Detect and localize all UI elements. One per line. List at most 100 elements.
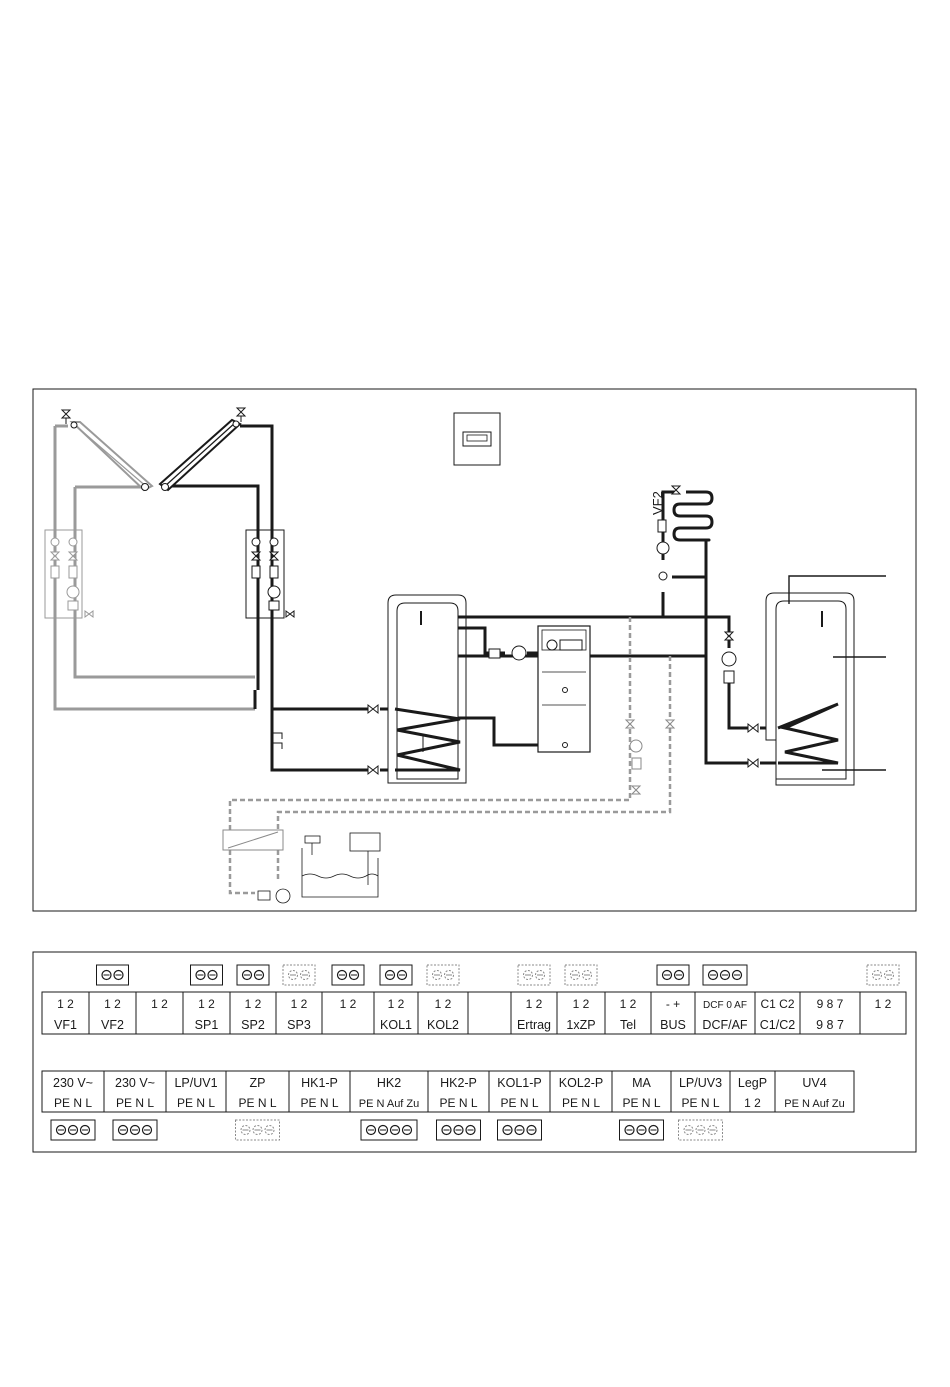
terminal-tel: 1 2 Tel bbox=[604, 991, 652, 1035]
terminal-pin-label: 1 2 bbox=[340, 997, 357, 1011]
terminal-name-label: SP3 bbox=[287, 1018, 311, 1032]
terminal-pin-label: C1 C2 bbox=[760, 997, 794, 1011]
terminal-pin-label: PE N L bbox=[116, 1096, 154, 1110]
check-valve-icon bbox=[272, 732, 283, 749]
heating-circuit bbox=[661, 490, 750, 765]
terminal-ma: MA PE N L bbox=[611, 1070, 672, 1141]
terminal-230-v-: 230 V~ PE N L bbox=[41, 1070, 105, 1141]
solar-station-2 bbox=[245, 529, 295, 619]
terminal-pin-label: 1 2 bbox=[151, 997, 168, 1011]
screw-terminal-block bbox=[190, 964, 223, 986]
terminal-name-label: HK2-P bbox=[440, 1076, 477, 1090]
boiler-icon bbox=[537, 625, 591, 753]
air-vent-valve-icon bbox=[60, 409, 72, 424]
terminal-pin-label: PE N L bbox=[300, 1096, 338, 1110]
terminal-hk2-p: HK2-P PE N L bbox=[427, 1070, 490, 1141]
terminal-name-label: VF1 bbox=[54, 1018, 77, 1032]
screw-terminal-block bbox=[426, 964, 460, 986]
terminal-name-label: 230 V~ bbox=[53, 1076, 93, 1090]
heat-exchanger-icon bbox=[222, 829, 284, 851]
terminal-pin-label: PE N L bbox=[562, 1096, 600, 1110]
terminal-name-label: DCF/AF bbox=[702, 1018, 748, 1032]
terminal-pin-label: PE N L bbox=[622, 1096, 660, 1110]
terminal-pin-label: 1 2 bbox=[620, 997, 637, 1011]
terminal-pin-label: 1 2 bbox=[57, 997, 74, 1011]
screw-terminal-block bbox=[866, 964, 900, 986]
dhw-connections bbox=[788, 575, 886, 771]
terminal-kol2: 1 2 KOL2 bbox=[417, 964, 469, 1035]
collector-circuit-1 bbox=[53, 424, 255, 711]
screw-terminal-block bbox=[360, 1119, 418, 1141]
screw-terminal-block bbox=[517, 964, 551, 986]
terminal-name-label: C1/C2 bbox=[760, 1018, 795, 1032]
solar-collector-icon bbox=[69, 421, 154, 492]
mixing-valve-icon bbox=[656, 485, 682, 581]
terminal-sp2: 1 2 SP2 bbox=[229, 964, 277, 1035]
terminal-kol1: 1 2 KOL1 bbox=[373, 964, 419, 1035]
terminal-pin-label: PE N L bbox=[54, 1096, 92, 1110]
terminal-pin-label: DCF 0 AF bbox=[703, 1000, 747, 1011]
terminal-pin-label: PE N L bbox=[238, 1096, 276, 1110]
screw-terminal-block bbox=[564, 964, 598, 986]
storage-tank-icon bbox=[387, 594, 467, 784]
terminal-pin-label: 1 2 bbox=[104, 997, 121, 1011]
pump-icon bbox=[721, 631, 759, 769]
vf2-sensor-label: VF2 bbox=[650, 491, 665, 515]
terminal-pin-label: 1 2 bbox=[245, 997, 262, 1011]
terminal-pin-label: 1 2 bbox=[573, 997, 590, 1011]
valve-icon bbox=[367, 703, 379, 776]
terminal-pin-label: 1 2 bbox=[198, 997, 215, 1011]
pool-equipment-icon bbox=[257, 832, 381, 904]
terminal-name-label: MA bbox=[632, 1076, 651, 1090]
terminal-pin-label: 1 2 bbox=[388, 997, 405, 1011]
terminal-name-label: KOL2 bbox=[427, 1018, 459, 1032]
screw-terminal-block bbox=[96, 964, 129, 986]
terminal-kol1-p: KOL1-P PE N L bbox=[488, 1070, 551, 1141]
solar-collector-icon bbox=[158, 418, 242, 492]
terminal-pin-label: 1 2 bbox=[875, 997, 892, 1011]
terminal-unlabeled: 1 2 bbox=[321, 964, 375, 1035]
terminal-9-8-7: 9 8 79 8 7 bbox=[799, 991, 861, 1035]
terminal-dcf-af: DCF 0 AF DCF/AF bbox=[694, 964, 756, 1035]
terminal-name-label: KOL1 bbox=[380, 1018, 412, 1032]
terminal-name-label: Tel bbox=[620, 1018, 636, 1032]
screw-terminal-block bbox=[331, 964, 365, 986]
terminal-230-v-: 230 V~ PE N L bbox=[103, 1070, 167, 1141]
solar-station-1 bbox=[44, 529, 94, 619]
terminal-pin-label: 1 2 bbox=[744, 1096, 761, 1110]
terminal-name-label: 230 V~ bbox=[115, 1076, 155, 1090]
terminal-pin-label: PE N L bbox=[439, 1096, 477, 1110]
terminal-pin-label: PE N Auf Zu bbox=[784, 1098, 845, 1110]
terminal-pin-label: 9 8 7 bbox=[817, 997, 844, 1011]
terminal-lp-uv3: LP/UV3 PE N L bbox=[670, 1070, 731, 1141]
terminal-unlabeled bbox=[467, 991, 512, 1035]
screw-terminal-block bbox=[282, 964, 316, 986]
terminal-pin-label: - + bbox=[666, 997, 680, 1011]
terminal-pin-label: 1 2 bbox=[435, 997, 452, 1011]
terminal-pin-label: PE N Auf Zu bbox=[359, 1098, 420, 1110]
terminal-name-label: KOL1-P bbox=[497, 1076, 541, 1090]
terminal-pin-label: 1 2 bbox=[291, 997, 308, 1011]
terminal-pin-label: PE N L bbox=[500, 1096, 538, 1110]
optional-circuit bbox=[228, 617, 672, 895]
terminal-name-label: LP/UV3 bbox=[679, 1076, 722, 1090]
terminal-name-label: LP/UV1 bbox=[174, 1076, 217, 1090]
controller-icon bbox=[453, 412, 501, 466]
screw-terminal-block bbox=[656, 964, 690, 986]
terminal-panel bbox=[32, 951, 917, 1153]
valve-icon bbox=[624, 719, 676, 795]
terminal-kol2-p: KOL2-PPE N L bbox=[549, 1070, 613, 1113]
screw-terminal-block bbox=[379, 964, 413, 986]
screw-terminal-block bbox=[236, 964, 270, 986]
terminal-pin-label: PE N L bbox=[681, 1096, 719, 1110]
terminal-c1-c2: C1 C2 C1/C2 bbox=[754, 991, 801, 1035]
terminal-name-label: SP2 bbox=[241, 1018, 265, 1032]
